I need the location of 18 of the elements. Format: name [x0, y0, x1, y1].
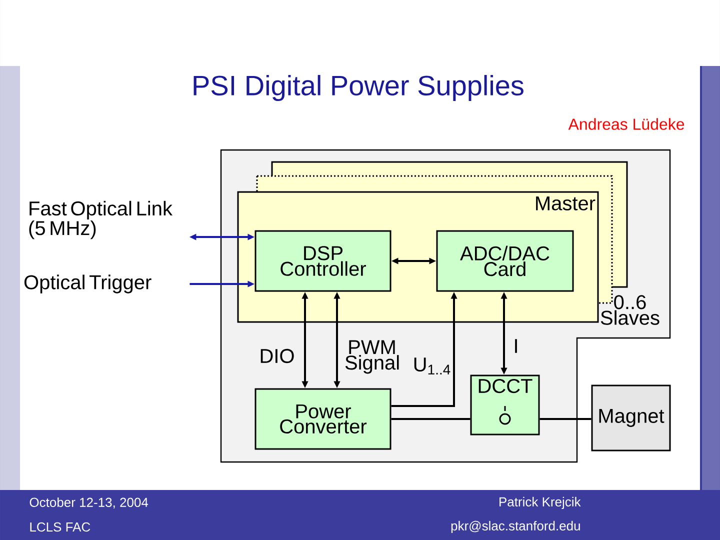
module-box: DSP Controller	[254, 230, 392, 292]
presenter-name: Patrick Krejcik	[500, 496, 581, 510]
module-box: ADC/DAC Card	[436, 230, 574, 292]
slaves-label: 0..6 Slaves	[600, 295, 660, 325]
email-address: pkr@slac.stanford.edu	[451, 520, 580, 534]
event-text: LCLS FAC	[30, 522, 90, 532]
module-box: Power Converter	[254, 388, 392, 450]
edge-label: I	[512, 338, 520, 354]
date-text: October 12-13, 2004	[30, 497, 148, 509]
edge-label: U$_{1..4}$	[412, 356, 452, 376]
magnet-box: Magnet	[591, 384, 671, 452]
link-label: Fast Optical Link (5 MHz)	[29, 200, 172, 240]
dcct-box: DCCT	[470, 374, 540, 436]
edge-label: PWM Signal	[344, 339, 400, 375]
title: PSI Digital Power Supplies	[194, 74, 524, 102]
edge-label: DIO	[258, 348, 296, 364]
author-name: Andreas Lüdeke	[568, 118, 684, 130]
link-label: Optical Trigger	[24, 274, 152, 294]
